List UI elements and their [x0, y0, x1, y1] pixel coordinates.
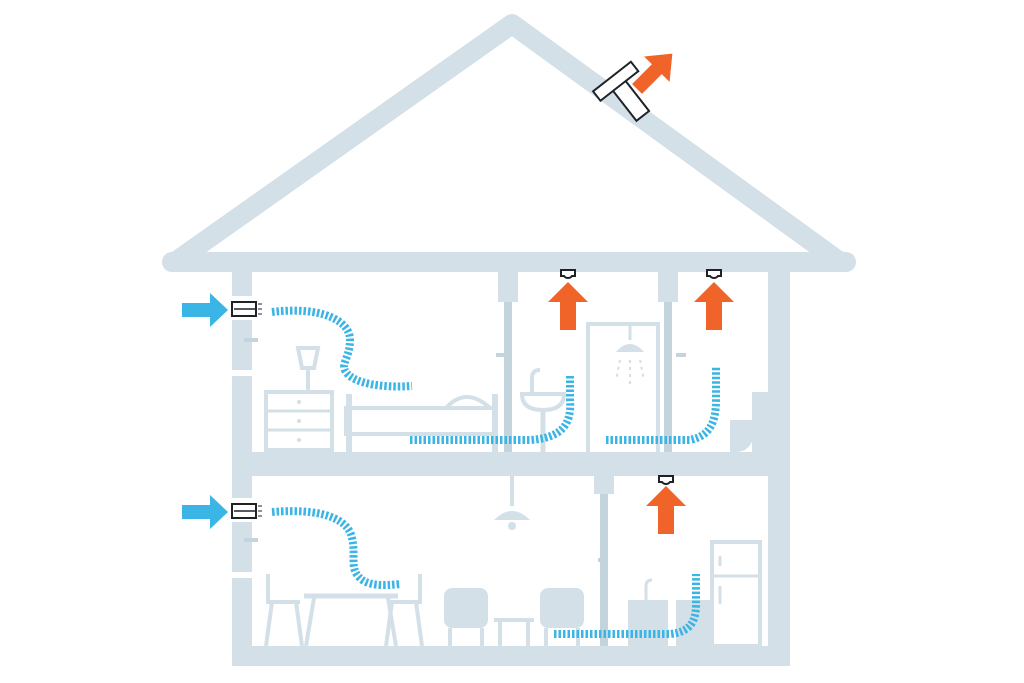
shower-icon: [586, 322, 660, 452]
ceiling-extract-valve-icon: [560, 269, 576, 279]
wall-inlet-vent-icon: [231, 301, 262, 317]
chair-icon: [384, 574, 424, 647]
coffee-table-icon: [494, 618, 534, 646]
intake-arrow-icon: [182, 293, 228, 327]
flexible-duct-upstairs-intake: [271, 306, 413, 391]
pendant-lamp-icon: [494, 476, 530, 530]
roof: [162, 14, 856, 272]
bed-icon: [344, 394, 498, 452]
flexible-duct-downstairs-intake: [271, 507, 401, 589]
sink-icon: [519, 368, 567, 452]
intake-arrow-icon: [182, 495, 228, 529]
table-lamp-icon: [295, 346, 321, 390]
ceiling-extract-valve-icon: [658, 475, 674, 485]
chair-icon: [264, 574, 304, 647]
house-walls: [232, 272, 790, 666]
flexible-duct-upstairs-toilet: [606, 366, 720, 444]
exhaust-arrow-icon: [694, 282, 734, 330]
exhaust-arrow-icon: [632, 53, 673, 94]
exhaust-arrow-icon: [646, 486, 686, 534]
dining-table-icon: [304, 593, 398, 647]
refrigerator-icon: [710, 540, 762, 648]
armchair-icon: [444, 588, 488, 646]
roof-vent-icon: [591, 60, 651, 123]
ceiling-extract-valve-icon: [706, 269, 722, 279]
wall-inlet-vent-icon: [231, 503, 262, 519]
nightstand-icon: [264, 390, 334, 452]
exhaust-arrow-icon: [548, 282, 588, 330]
toilet-icon: [730, 392, 768, 452]
flexible-duct-icon: [271, 306, 720, 638]
flexible-duct-upstairs-bathroom: [410, 374, 575, 444]
